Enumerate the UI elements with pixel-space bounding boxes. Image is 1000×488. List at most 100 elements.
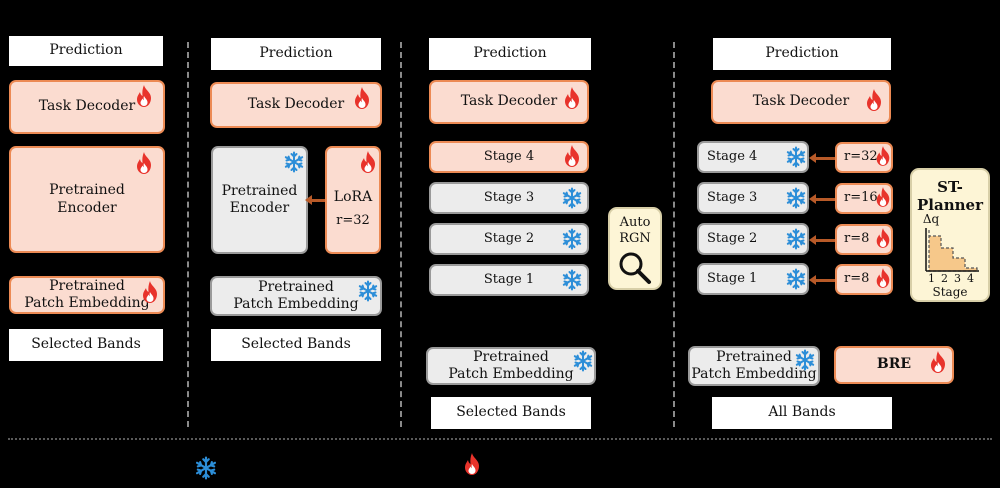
encoder-label: Pretrained Encoder [49, 182, 125, 216]
patch-embedding: Pretrained Patch Embedding [9, 276, 165, 314]
snowflake-icon [786, 268, 806, 290]
rank-label: r=16 [844, 190, 878, 206]
prediction-text: Prediction [765, 45, 839, 62]
panel-divider [187, 42, 189, 427]
task-decoder-label: Task Decoder [38, 98, 136, 115]
rank-arrow [809, 275, 835, 285]
task-decoder-label: Task Decoder [460, 93, 558, 110]
planner-tick: 2 [941, 272, 948, 285]
planner-ticks: 1 2 3 4 [928, 272, 974, 286]
stage-label: Stage 1 [707, 270, 758, 286]
bre-label: BRE [876, 356, 912, 373]
st-planner-module: ST- Planner [910, 168, 990, 302]
stage-4: Stage 4 [697, 141, 809, 173]
patch-embedding-label: Pretrained Patch Embedding [24, 277, 150, 312]
snowflake-icon [562, 269, 582, 291]
stage-1: Stage 1 [429, 264, 589, 296]
prediction-label: Prediction [429, 38, 591, 70]
snowflake-icon [795, 349, 815, 371]
encoder-label: Pretrained Encoder [221, 182, 298, 217]
st-planner-title: ST- Planner [917, 178, 983, 214]
task-decoder: Task Decoder [210, 82, 382, 128]
fire-icon [876, 228, 890, 248]
delta-q-label: Δq [922, 211, 940, 226]
rank-label: r=32 [844, 149, 878, 165]
stage-2: Stage 2 [429, 223, 589, 255]
stage-label: Stage 3 [707, 189, 758, 205]
snowflake-icon [786, 146, 806, 168]
fire-icon [137, 152, 151, 174]
bands-text: Selected Bands [456, 404, 566, 421]
rank-box-stage-3: r=16 [835, 183, 893, 214]
planner-y-label: Δq [920, 211, 942, 227]
prediction-label: Prediction [713, 38, 891, 70]
stage-label: Stage 1 [483, 271, 535, 287]
all-bands-label: All Bands [712, 397, 892, 429]
prediction-text: Prediction [473, 45, 547, 62]
stage-3: Stage 3 [697, 182, 809, 214]
stage-axis-label: Stage [932, 284, 968, 299]
snowflake-icon [284, 151, 304, 173]
fire-icon [361, 151, 375, 173]
rank-label: r=8 [844, 271, 870, 287]
rank-box-stage-4: r=32 [835, 142, 893, 173]
patch-embedding-label: Pretrained Patch Embedding [448, 348, 574, 383]
patch-embedding: Pretrained Patch Embedding [210, 276, 382, 316]
patch-embedding-label: Pretrained Patch Embedding [233, 278, 359, 313]
rank-arrow [809, 153, 835, 163]
fire-icon [565, 145, 579, 167]
task-decoder: Task Decoder [711, 80, 891, 124]
task-decoder: Task Decoder [9, 80, 165, 134]
prediction-text: Prediction [49, 42, 123, 59]
fire-icon [355, 87, 369, 109]
rank-label: r=8 [844, 231, 870, 247]
snowflake-icon [195, 456, 217, 480]
stage-label: Stage 4 [483, 148, 535, 164]
selected-bands-label: Selected Bands [431, 397, 591, 429]
planner-tick: 4 [967, 272, 974, 285]
rank-arrow [809, 194, 835, 204]
selected-bands-label: Selected Bands [211, 329, 381, 361]
planner-tick: 1 [928, 272, 935, 285]
fire-icon [465, 453, 479, 475]
stage-2: Stage 2 [697, 223, 809, 255]
lora-label: LoRA [333, 189, 373, 206]
patch-embedding-label: Pretrained Patch Embedding [691, 348, 817, 383]
lora-arrow [305, 195, 325, 205]
planner-tick: 3 [954, 272, 961, 285]
fire-icon [931, 351, 945, 373]
snowflake-icon [562, 187, 582, 209]
auto-rgn-module: Auto RGN [608, 207, 662, 290]
bands-text: Selected Bands [241, 336, 351, 353]
task-decoder: Task Decoder [429, 80, 589, 124]
auto-rgn-label: Auto RGN [619, 215, 651, 247]
fire-icon [867, 89, 881, 111]
pretrained-encoder: Pretrained Encoder [9, 146, 165, 253]
fire-icon [565, 87, 579, 109]
snowflake-icon [786, 228, 806, 250]
fire-icon [876, 268, 890, 288]
stage-label: Stage 2 [483, 230, 535, 246]
stage-label: Stage 4 [707, 148, 758, 164]
magnifier-icon [619, 252, 651, 284]
snowflake-icon [358, 280, 378, 302]
stage-label: Stage 2 [707, 230, 758, 246]
planner-staircase-chart [925, 228, 979, 272]
prediction-label: Prediction [9, 36, 163, 66]
panel-divider [400, 42, 402, 427]
bands-text: Selected Bands [31, 336, 141, 353]
stage-1: Stage 1 [697, 263, 809, 295]
task-decoder-label: Task Decoder [752, 93, 850, 110]
legend-separator [8, 438, 992, 440]
selected-bands-label: Selected Bands [9, 329, 163, 361]
fire-icon [143, 281, 157, 303]
snowflake-icon [573, 350, 593, 372]
prediction-label: Prediction [211, 38, 381, 70]
fire-icon [876, 146, 890, 166]
fire-icon [137, 85, 151, 107]
stage-4: Stage 4 [429, 141, 589, 173]
patch-embedding: Pretrained Patch Embedding [426, 347, 596, 385]
prediction-text: Prediction [259, 45, 333, 62]
patch-embedding: Pretrained Patch Embedding [688, 346, 820, 386]
planner-x-label: Stage [922, 285, 978, 299]
